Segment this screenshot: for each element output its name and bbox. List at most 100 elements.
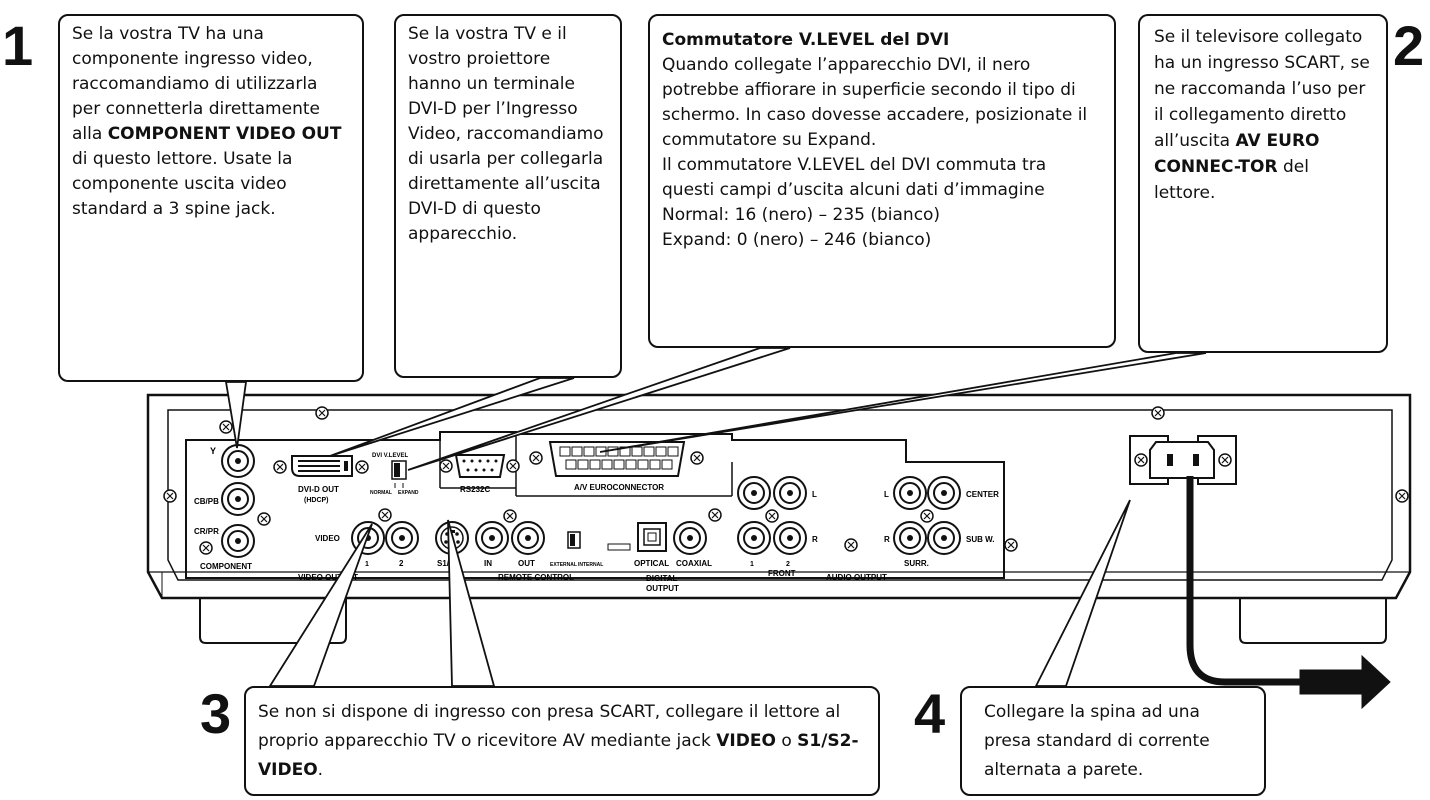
label-external: EXTERNAL	[550, 562, 577, 568]
screw-icon	[163, 489, 177, 503]
screw-icon	[1218, 453, 1232, 467]
audio-surr-r-jack	[893, 521, 927, 555]
screw-icon	[355, 460, 369, 474]
callout-scart-text-1: Se il televisore collegato ha un ingress…	[1154, 27, 1370, 151]
component-cr-jack	[221, 524, 255, 558]
label-digital-output: OUTPUT	[646, 584, 679, 593]
label-coaxial: COAXIAL	[676, 559, 712, 568]
label-front-l: L	[812, 490, 817, 499]
audio-front-r2-jack	[773, 521, 807, 555]
screw-icon	[1004, 538, 1018, 552]
step-number-4: 4	[914, 682, 946, 745]
callout-dvi-vlevel-p2: Il commutatore V.LEVEL del DVI commuta t…	[662, 155, 1047, 200]
screw-icon	[920, 509, 934, 523]
callout-component-video-text-2: di questo lettore. Usate la componente u…	[72, 149, 293, 219]
arrow-right-icon	[1299, 654, 1391, 710]
screw-icon	[378, 508, 392, 522]
component-cb-jack	[221, 482, 255, 516]
label-video-output: VIDEO OUTPUT	[298, 573, 358, 582]
label-surr: SURR.	[904, 559, 929, 568]
power-cord	[1186, 476, 1300, 686]
label-component: COMPONENT	[200, 562, 252, 571]
foot-right	[1239, 598, 1387, 644]
label-front-1: 1	[750, 561, 754, 568]
callout-video-text-2: o	[775, 731, 798, 751]
label-y: Y	[210, 446, 216, 456]
callout-dvi-vlevel-p1: Quando collegate l’apparecchio DVI, il n…	[662, 55, 1088, 150]
callout-dvi-vlevel-normal: Normal: 16 (nero) – 235 (bianco)	[662, 205, 941, 225]
screw-icon	[844, 538, 858, 552]
callout-scart: Se il televisore collegato ha un ingress…	[1138, 14, 1388, 353]
audio-center-jack	[927, 476, 961, 510]
callout-scart-text-2: del lettore.	[1154, 157, 1309, 203]
screw-icon	[708, 508, 722, 522]
screw-icon	[1151, 406, 1165, 420]
label-front: FRONT	[768, 569, 796, 578]
label-remote-control: REMOTE CONTROL	[498, 573, 574, 582]
callout-video-bold-1: VIDEO	[716, 731, 776, 751]
component-y-jack	[221, 444, 255, 478]
label-center: CENTER	[966, 490, 999, 499]
connector-panel	[185, 431, 1005, 579]
step-number-3: 3	[200, 682, 232, 745]
callout-scart-bold: AV EURO CONNEC-TOR	[1154, 131, 1320, 177]
label-video-1: 1	[365, 561, 369, 568]
label-digital: DIGITAL	[646, 574, 678, 583]
callout-video-text-1: Se non si dispone di ingresso con presa …	[258, 702, 841, 751]
callout-dvi-vlevel: Commutatore V.LEVEL del DVI Quando colle…	[648, 14, 1116, 348]
label-audio-output: AUDIO OUTPUT	[826, 573, 887, 582]
screw-icon	[506, 459, 520, 473]
label-cb: CB/PB	[194, 497, 219, 506]
callout-dvi-vlevel-title: Commutatore V.LEVEL del DVI	[662, 30, 950, 50]
screw-icon	[273, 460, 287, 474]
label-surr-l: L	[884, 490, 889, 499]
label-cr: CR/PR	[194, 527, 219, 536]
callout-dvi-d: Se la vostra TV e il vostro proiettore h…	[394, 14, 622, 378]
callout-component-video-text-1: Se la vostra TV ha una componente ingres…	[72, 24, 320, 144]
label-hdcp: (HDCP)	[304, 497, 329, 504]
screw-icon	[257, 512, 271, 526]
screw-icon	[1395, 489, 1409, 503]
rs232c-connector	[454, 454, 506, 478]
callout-power-text: Collegare la spina ad una presa standard…	[984, 702, 1210, 780]
label-dvi-out: DVI-D OUT	[298, 485, 339, 494]
screw-icon	[503, 509, 517, 523]
label-euroconnector: A/V EUROCONNECTOR	[574, 483, 664, 492]
step-number-2: 2	[1393, 14, 1425, 77]
label-normal: NORMAL	[370, 490, 392, 496]
label-subw: SUB W.	[966, 535, 994, 544]
screw-icon	[199, 541, 213, 555]
remote-out-jack	[511, 521, 545, 555]
label-front-2: 2	[786, 561, 790, 568]
video-jack-2	[385, 521, 419, 555]
label-expand: EXPAND	[398, 490, 419, 496]
label-internal: INTERNAL	[578, 562, 603, 568]
remote-in-jack	[475, 521, 509, 555]
audio-front-r1-jack	[737, 521, 771, 555]
label-surr-r: R	[884, 535, 890, 544]
label-dvi-vlevel: DVI V.LEVEL	[372, 453, 408, 459]
label-remote-in: IN	[484, 559, 492, 568]
audio-front-l2-jack	[773, 476, 807, 510]
screw-icon	[315, 406, 329, 420]
callout-video-bold-2: S1/S2-VIDEO	[258, 731, 859, 780]
ac-inlet-socket	[1149, 441, 1215, 479]
label-front-r: R	[812, 535, 818, 544]
screw-icon	[1134, 453, 1148, 467]
screw-icon	[690, 451, 704, 465]
screw-icon	[529, 451, 543, 465]
step-number-1: 1	[2, 14, 34, 77]
callout-dvi-d-text: Se la vostra TV e il vostro proiettore h…	[408, 24, 604, 244]
coaxial-output-jack	[673, 521, 707, 555]
callout-video-text-3: .	[317, 760, 324, 780]
callout-component-video-bold: COMPONENT VIDEO OUT	[107, 124, 342, 144]
label-video: VIDEO	[315, 534, 340, 543]
callout-component-video: Se la vostra TV ha una componente ingres…	[58, 14, 364, 382]
audio-front-l1-jack	[737, 476, 771, 510]
audio-surr-l-jack	[893, 476, 927, 510]
label-video-2: 2	[399, 559, 404, 568]
label-rs232c: RS232C	[460, 485, 490, 494]
callout-dvi-vlevel-expand: Expand: 0 (nero) – 246 (bianco)	[662, 230, 932, 250]
label-optical: OPTICAL	[634, 559, 669, 568]
